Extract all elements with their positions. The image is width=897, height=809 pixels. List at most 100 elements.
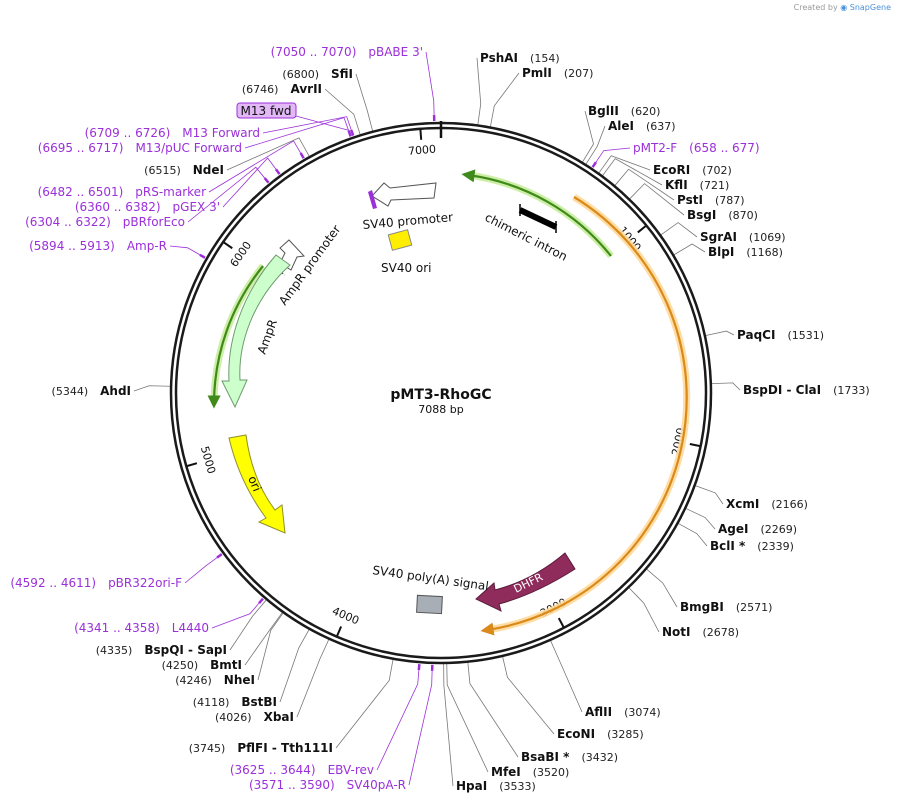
enzyme-label-bmgbi[interactable]: BmgBI(2571) [680,600,772,614]
leader-line [468,663,518,757]
primer-label-pbr322ori-f[interactable]: (4592 .. 4611)pBR322ori-F [10,576,182,590]
enzyme-label-bglii[interactable]: BglII(620) [588,104,660,118]
site-name: AflII [585,705,612,719]
enzyme-label-bcli-[interactable]: BclI *(2339) [710,539,794,553]
primer-label-pbabe-3-[interactable]: (7050 .. 7070)pBABE 3' [271,45,423,59]
enzyme-label-ecori[interactable]: EcoRI(702) [653,163,732,177]
site-name: M13/pUC Forward [135,141,242,155]
enzyme-label-bspdi-clai[interactable]: BspDI - ClaI(1733) [743,383,870,397]
orange-arc-right[interactable] [487,197,687,630]
site-name: KflI [665,178,688,192]
site-name: AhdI [100,384,131,398]
m13-fwd-primer-tag[interactable]: M13 fwd [237,103,296,118]
enzyme-label-nhei[interactable]: (4246)NheI [175,673,255,687]
primer-label-sv40pa-r[interactable]: (3571 .. 3590)SV40pA-R [249,778,406,792]
primer-site-mark[interactable] [301,153,304,158]
primer-site-mark[interactable] [259,599,263,604]
site-position: (658 .. 677) [689,141,759,155]
enzyme-label-kfli[interactable]: KflI(721) [665,178,729,192]
tick-label: 6000 [228,239,255,269]
leader-line [134,386,170,391]
primer-label-l4440[interactable]: (4341 .. 4358)L4440 [74,621,209,635]
site-position: (4335) [96,644,133,657]
primer-site-mark[interactable] [276,169,280,174]
site-name: PstI [677,193,703,207]
leader-line [297,640,329,717]
enzyme-label-aflii[interactable]: AflII(3074) [585,705,661,719]
leader-line [336,660,393,748]
enzyme-label-paqci[interactable]: PaqCI(1531) [737,328,824,342]
enzyme-label-pshai[interactable]: PshAI(154) [480,51,560,65]
enzyme-label-blpi[interactable]: BlpI(1168) [708,245,783,259]
site-position: (4341 .. 4358) [74,621,160,635]
site-name: PaqCI [737,328,775,342]
site-position: (4592 .. 4611) [10,576,96,590]
site-position: (3432) [581,751,618,764]
site-name: AleI [608,119,634,133]
leader-line [477,58,481,125]
leader-line [706,331,734,335]
enzyme-label-bsabi-[interactable]: BsaBI *(3432) [521,750,618,764]
primer-label-ebv-rev[interactable]: (3625 .. 3644)EBV-rev [230,763,374,777]
primer-label-pbrforeco[interactable]: (6304 .. 6322)pBRforEco [25,215,185,229]
enzyme-label-pflfi-tth111i[interactable]: (3745)PflFI - Tth111I [189,741,333,755]
site-position: (1733) [833,384,870,397]
enzyme-label-noti[interactable]: NotI(2678) [662,625,739,639]
tick-mark [187,463,197,466]
enzyme-label-alei[interactable]: AleI(637) [608,119,676,133]
enzyme-label-bspqi-sapi[interactable]: (4335)BspQI - SapI [96,643,227,657]
tick-mark [337,627,341,636]
sv40-promoter-arrow[interactable] [372,183,436,206]
enzyme-label-pmli[interactable]: PmlI(207) [522,66,593,80]
primer-site-mark[interactable] [200,255,205,258]
enzyme-label-avrii[interactable]: (6746)AvrII [242,82,322,96]
primer-label-amp-r[interactable]: (5894 .. 5913)Amp-R [29,239,167,253]
sv40-polya-box[interactable] [417,595,443,613]
enzyme-label-agei[interactable]: AgeI(2269) [718,522,797,536]
primer-site-mark[interactable] [593,162,596,167]
enzyme-label-sfii[interactable]: (6800)SfiI [282,67,353,81]
site-name: SgrAI [700,230,737,244]
primer-label-prs-marker[interactable]: (6482 .. 6501)pRS-marker [38,185,206,199]
site-position: (6746) [242,83,279,96]
site-position: (3533) [499,780,536,793]
enzyme-label-ndei[interactable]: (6515)NdeI [144,163,224,177]
sv40-ori-box[interactable] [388,230,411,251]
enzyme-label-sgrai[interactable]: SgrAI(1069) [700,230,785,244]
enzyme-label-hpai[interactable]: HpaI (3533) [456,779,536,793]
site-position: (620) [631,105,661,118]
primer-site-mark[interactable] [217,554,222,558]
site-labels: PshAI(154)PmlI(207) BglII(620)AleI(637) pM… [10,45,869,793]
enzyme-label-bsgi[interactable]: BsgI(870) [687,208,758,222]
chimeric-intron-bar[interactable] [520,210,556,227]
site-name: pBABE 3' [368,45,423,59]
site-name: HpaI [456,779,487,793]
primer-label-pmt2-f[interactable]: pMT2-F (658 .. 677) [633,141,760,155]
tick-mark [638,226,646,232]
leader-line [490,73,519,127]
site-position: (2269) [760,523,797,536]
enzyme-label-xbai[interactable]: (4026)XbaI [215,710,294,724]
site-name: pGEX 3' [173,200,220,214]
enzyme-label-econi[interactable]: EcoNI(3285) [557,727,644,741]
primer-site-mark[interactable] [265,178,269,183]
enzyme-label-ahdi[interactable]: (5344)AhdI [52,384,131,398]
enzyme-label-bstbi[interactable]: (4118)BstBI [193,695,277,709]
enzyme-label-mfei[interactable]: MfeI(3520) [491,765,569,779]
primer-label-m13-puc-forward[interactable]: (6695 .. 6717)M13/pUC Forward [38,141,242,155]
site-position: (5894 .. 5913) [29,239,115,253]
leader-line [696,486,723,504]
primer-label-pgex-3-[interactable]: (6360 .. 6382)pGEX 3' [75,200,220,214]
site-position: (787) [715,194,745,207]
site-name: SfiI [331,67,353,81]
enzyme-label-psti[interactable]: PstI (787) [677,193,745,207]
enzyme-label-bmti[interactable]: (4250)BmtI [162,658,242,672]
enzyme-label-xcmi[interactable]: XcmI(2166) [726,497,808,511]
primer-site-mark[interactable] [349,131,351,137]
leader-line [280,630,309,702]
primer-site-mark[interactable] [351,130,353,136]
site-name: NdeI [193,163,224,177]
site-name: pMT2-F [633,141,677,155]
primer-label-m13-forward[interactable]: (6709 .. 6726)M13 Forward [85,126,260,140]
